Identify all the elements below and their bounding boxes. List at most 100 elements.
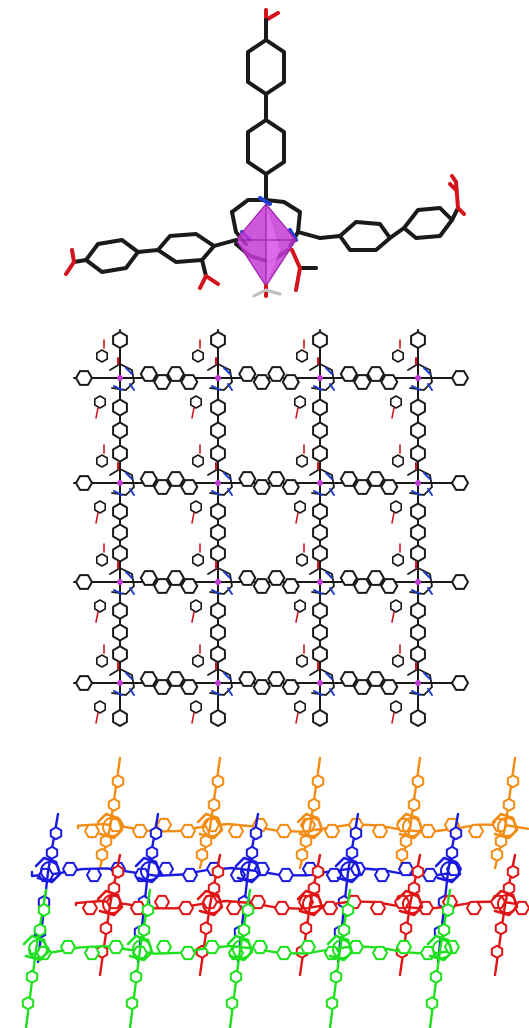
phenyl-ring-icon (112, 421, 128, 440)
phenyl-ring-icon (75, 574, 93, 590)
phenyl-ring-icon (372, 945, 388, 961)
metal-node (389, 444, 433, 524)
catenane-loop-icon (332, 939, 352, 959)
phenyl-ring-icon (339, 671, 358, 687)
metal-node (293, 444, 335, 524)
phenyl-ring-icon (226, 900, 242, 916)
phenyl-ring-icon (312, 523, 328, 542)
phenyl-ring-icon (238, 366, 257, 382)
phenyl-ring-icon (353, 479, 372, 495)
left-biphenyl-arm (72, 232, 238, 274)
metal-node (190, 444, 233, 524)
phenyl-ring-icon (210, 502, 226, 521)
right-carboxylate (448, 174, 466, 216)
catenane-loop-icon (28, 939, 48, 959)
phenyl-ring-icon (250, 894, 266, 910)
layer-node (195, 853, 225, 977)
catenane-loop-icon (497, 817, 517, 837)
monomer-unit-panel (64, 8, 466, 298)
phenyl-ring-icon (139, 671, 158, 687)
grid-column (210, 329, 226, 727)
phenyl-ring-icon (410, 601, 426, 620)
catenane-loop-icon (232, 939, 252, 959)
layer-node (395, 756, 425, 870)
phenyl-ring-icon (210, 709, 226, 727)
phenyl-ring-icon (410, 398, 426, 417)
catenane-loop-icon (340, 861, 360, 881)
catenane-loop-icon (240, 861, 260, 881)
metal-node (94, 444, 135, 524)
metal-node (293, 543, 335, 623)
phenyl-ring-icon (180, 374, 199, 390)
phenyl-ring-icon (370, 900, 386, 916)
phenyl-ring-icon (300, 939, 316, 955)
phenyl-ring-icon (154, 894, 170, 910)
phenyl-ring-icon (451, 574, 469, 590)
catenane-loop-icon (302, 894, 322, 914)
phenyl-ring-icon (410, 523, 426, 542)
phenyl-ring-icon (238, 471, 257, 487)
phenyl-ring-icon (180, 479, 199, 495)
grid-row (73, 671, 469, 695)
phenyl-ring-icon (312, 398, 328, 417)
phenyl-ring-icon (312, 645, 328, 664)
metal-node (389, 543, 433, 623)
phenyl-ring-icon (75, 675, 93, 691)
right-biphenyl-arm (296, 206, 460, 252)
phenyl-ring-icon (380, 679, 399, 695)
phenyl-ring-icon (353, 578, 372, 594)
catenane-loop-icon (40, 861, 60, 881)
phenyl-ring-icon (156, 939, 172, 955)
metal-node (389, 339, 433, 419)
phenyl-ring-icon (166, 471, 185, 487)
phenyl-ring-icon (112, 709, 128, 727)
phenyl-ring-icon (108, 939, 124, 955)
phenyl-ring-icon (182, 867, 198, 883)
phenyl-ring-icon (281, 374, 300, 390)
phenyl-ring-icon (466, 900, 482, 916)
layer-node (295, 756, 325, 870)
phenyl-ring-icon (374, 867, 390, 883)
phenyl-ring-icon (353, 679, 372, 695)
phenyl-ring-icon (75, 370, 93, 386)
phenyl-ring-icon (267, 671, 286, 687)
lower-left-branch (198, 258, 220, 290)
phenyl-ring-icon (153, 578, 172, 594)
phenyl-ring-icon (380, 578, 399, 594)
layer-node (95, 853, 125, 977)
coordinated-water (252, 284, 282, 298)
phenyl-ring-icon (62, 861, 78, 877)
phenyl-ring-icon (278, 867, 294, 883)
phenyl-ring-icon (112, 502, 128, 521)
metal-node (94, 644, 135, 724)
phenyl-ring-icon (410, 544, 426, 563)
phenyl-ring-icon (410, 421, 426, 440)
phenyl-ring-icon (252, 939, 268, 955)
phenyl-ring-icon (267, 570, 286, 586)
phenyl-ring-icon (180, 945, 196, 961)
phenyl-ring-icon (112, 544, 128, 563)
grid-column (312, 329, 328, 727)
left-carboxylate (64, 248, 76, 276)
layer-node (490, 853, 520, 977)
colored-layer (76, 756, 529, 870)
phenyl-ring-icon (312, 601, 328, 620)
phenyl-ring-icon (139, 570, 158, 586)
phenyl-ring-icon (410, 444, 426, 463)
layer-node (95, 756, 125, 870)
phenyl-ring-icon (153, 479, 172, 495)
phenyl-ring-icon (410, 645, 426, 664)
catenane-loop-icon (132, 939, 152, 959)
phenyl-ring-icon (210, 623, 226, 642)
phenyl-ring-icon (153, 679, 172, 695)
phenyl-ring-icon (238, 671, 257, 687)
layer-node (225, 888, 255, 1028)
phenyl-ring-icon (312, 544, 328, 563)
catenane-loop-icon (497, 894, 517, 914)
phenyl-ring-icon (112, 645, 128, 664)
catenane-loop-icon (402, 817, 422, 837)
catenane-loop-icon (102, 817, 122, 837)
metal-node (389, 644, 433, 724)
phenyl-ring-icon (451, 475, 469, 491)
